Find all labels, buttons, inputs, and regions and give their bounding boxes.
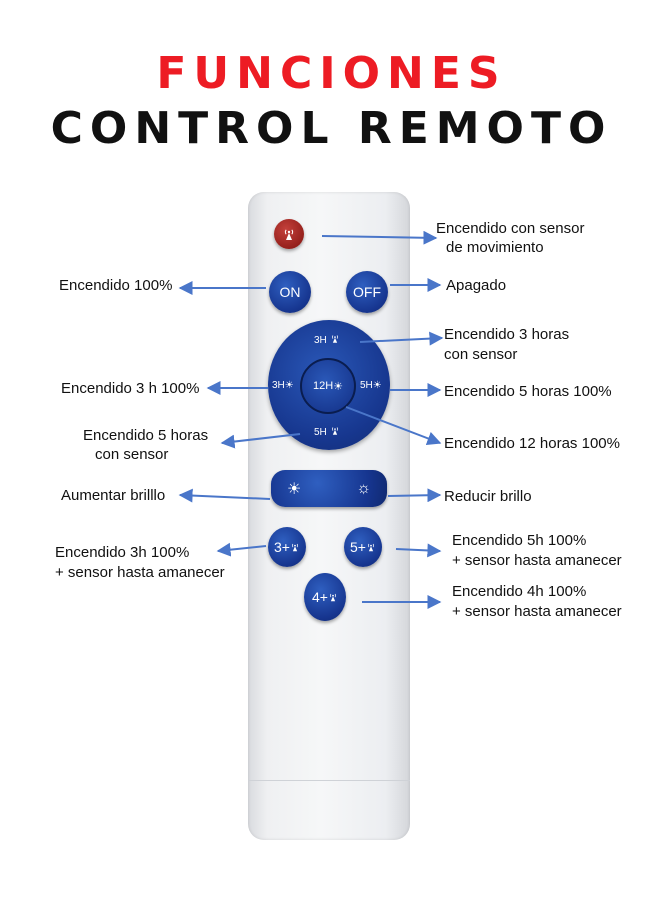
label-on: Encendido 100% [59,277,173,294]
label-combo5-line2: + sensor hasta amanecer [452,552,622,569]
label-combo3-line1: Encendido 3h 100% [55,544,190,561]
arrow-12h [345,406,442,446]
combo-3h-button[interactable]: 3+ [268,527,306,567]
dial-5h-sensor[interactable]: 5H [314,425,340,438]
brightness-bar: ☀ ☼ [271,470,387,507]
label-sensor-line1: Encendido con sensor [436,220,585,237]
label-combo4-line1: Encendido 4h 100% [452,583,587,600]
label-bright-up: Aumentar brilllo [61,487,166,504]
antenna-icon [368,543,374,552]
label-5h-full: Encendido 5 horas 100% [444,383,612,400]
arrow-combo5 [395,543,442,558]
antenna-icon [331,335,338,343]
title-line-2: CONTROL REMOTO [50,103,613,154]
dial-3h-full-label: 3H [272,380,285,391]
label-combo4-line2: + sensor hasta amanecer [452,603,622,620]
dial-5h-full[interactable]: 5H☀ [360,380,382,391]
arrow-3h-sensor [359,331,444,346]
sun-icon: ☀ [284,380,294,391]
arrow-5h-sensor [220,433,301,449]
dial-3h-sensor[interactable]: 3H [314,333,340,346]
combo-5h-label: 5+ [350,539,366,555]
brightness-up-button[interactable]: ☀ [287,480,302,498]
label-5h-sensor-line1: Encendido 5 horas [83,427,209,444]
dial-3h-full[interactable]: 3H☀ [272,380,294,391]
remote-seam [248,780,410,781]
dial-5h-sensor-label: 5H [314,427,327,438]
combo-4h-label: 4+ [312,589,328,605]
dial-12h-label: 12H [312,380,334,392]
dial-3h-sensor-label: 3H [314,335,327,346]
label-combo3-line2: + sensor hasta amanecer [55,564,225,581]
sun-icon: ☀ [372,380,382,391]
arrow-combo3 [216,542,267,557]
arrow-sensor [321,230,438,245]
on-button-label: ON [279,284,301,300]
on-button[interactable]: ON [269,271,311,313]
dial-12h-button[interactable]: 12H☀ [300,358,356,414]
off-button-label: OFF [353,284,381,300]
sun-icon: ☀ [333,380,344,393]
brightness-down-button[interactable]: ☼ [356,479,371,497]
label-combo5-line1: Encendido 5h 100% [452,532,587,549]
arrow-bright-down [387,488,442,503]
dial-5h-full-label: 5H [360,380,373,391]
label-3h-sensor-line2: con sensor [444,346,518,363]
combo-3h-label: 3+ [274,539,290,555]
label-5h-sensor-line2: con sensor [95,446,169,463]
label-bright-down: Reducir brillo [444,488,532,505]
label-12h-full: Encendido 12 horas 100% [444,435,620,452]
antenna-icon [331,427,338,435]
combo-4h-button[interactable]: 4+ [304,573,346,621]
label-3h-full: Encendido 3 h 100% [61,380,200,397]
motion-sensor-button[interactable] [274,219,304,249]
title-line-1: FUNCIONES [156,48,507,99]
label-off: Apagado [446,277,507,294]
label-sensor-line2: de movimiento [446,239,544,256]
antenna-icon [330,593,336,602]
off-button[interactable]: OFF [346,271,388,313]
label-3h-sensor-line1: Encendido 3 horas [444,326,570,343]
combo-5h-button[interactable]: 5+ [344,527,382,567]
antenna-icon [292,543,298,552]
arrow-bright-up [178,488,271,503]
antenna-icon [284,229,294,240]
